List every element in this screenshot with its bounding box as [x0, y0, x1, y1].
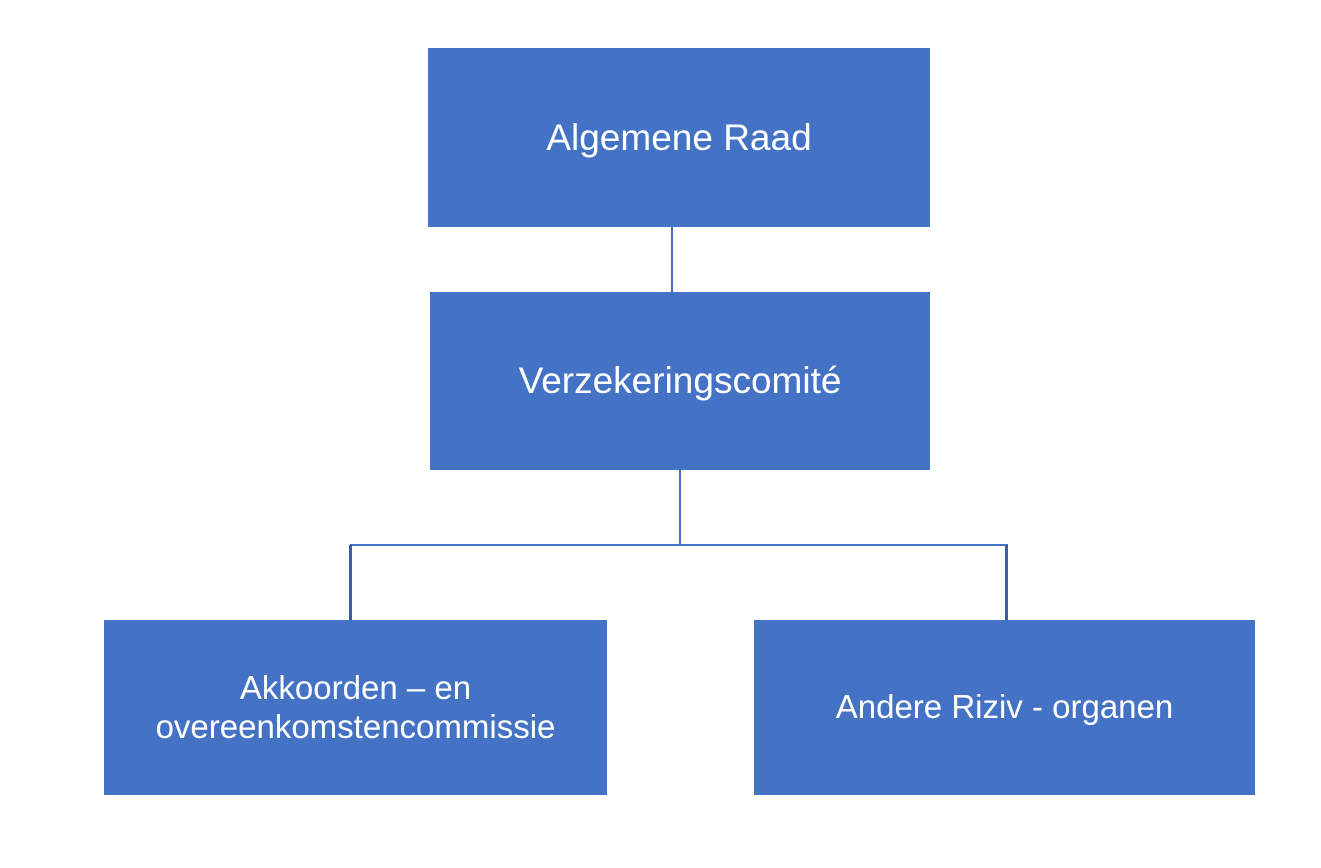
connector-drop-to-andere-riziv	[1005, 545, 1008, 621]
org-node-label: Andere Riziv - organen	[835, 688, 1174, 726]
org-node-label: Verzekeringscomité	[518, 360, 842, 402]
org-node-verzekeringscomite[interactable]: Verzekeringscomité	[430, 292, 930, 470]
org-node-label: Algemene Raad	[546, 116, 812, 158]
org-node-label: Akkoorden – en overeenkomstencommissie	[155, 668, 556, 745]
connector-drop-to-akkoorden	[349, 545, 352, 621]
connector-horizontal-bus	[350, 544, 1008, 546]
connector-algemene-raad-to-verzekeringscomite	[671, 227, 673, 292]
connector-verzekeringscomite-stem	[679, 470, 681, 546]
org-node-akkoorden[interactable]: Akkoorden – en overeenkomstencommissie	[104, 620, 607, 795]
org-node-andere-riziv[interactable]: Andere Riziv - organen	[754, 620, 1255, 795]
org-node-algemene-raad[interactable]: Algemene Raad	[428, 48, 930, 227]
